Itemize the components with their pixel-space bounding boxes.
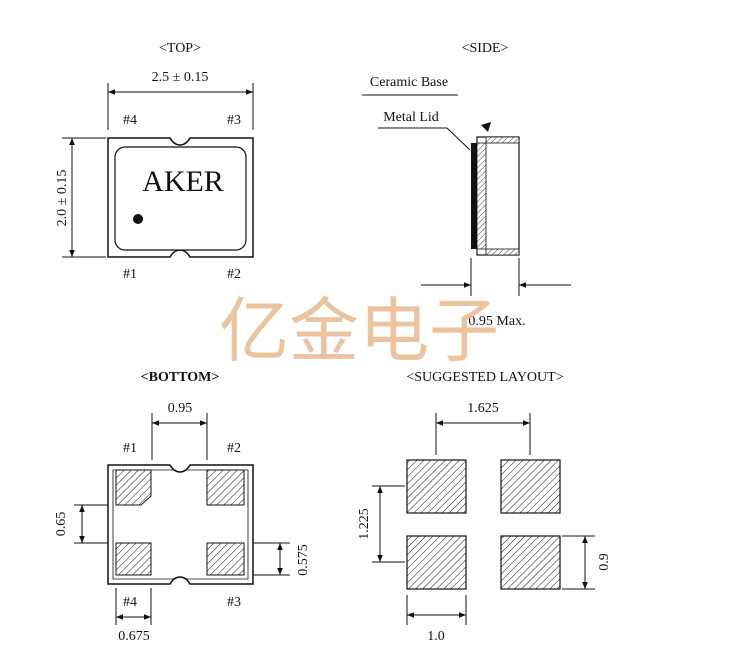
layout-pad-bottom-left [406,535,467,590]
top-width-dimension: 2.5 ± 0.15 [152,70,209,85]
bottom-pin1-label: #1 [123,441,137,456]
layout-pad-top-right [500,459,561,514]
top-lid [114,146,247,251]
top-pin1-label: #1 [123,267,137,282]
ceramic-base-label: Ceramic Base [370,75,448,90]
bottom-pad-2 [206,469,245,506]
pin1-indicator-dot [133,214,143,224]
top-package-outline [107,137,254,258]
top-height-dimension: 2.0 ± 0.15 [55,170,70,227]
layout-pad-bottom-right [500,535,561,590]
bottom-pin2-label: #2 [227,441,241,456]
layout-pad-height-dimension: 0.9 [597,553,612,571]
bottom-pad-1 [115,469,152,506]
suggested-layout-view: <SUGGESTED LAYOUT> 1.625 1.225 0.9 1.0 [357,370,612,644]
top-pin3-label: #3 [227,113,241,128]
metal-lid-shape [471,143,477,249]
side-view-title: <SIDE> [462,41,509,56]
bottom-pin3-label: #3 [227,595,241,610]
metal-lid-label: Metal Lid [383,110,439,125]
brand-marking: AKER [142,165,224,198]
side-height-dimension: 0.95 Max. [468,314,525,329]
bottom-pad-3 [206,542,245,576]
layout-pad-top-left [406,459,467,514]
top-view-title: <TOP> [159,41,201,56]
metal-lid-leader [446,127,471,151]
bottom-pin4-label: #4 [123,595,137,610]
side-view: <SIDE> Ceramic Base Metal Lid 0.95 Max. [362,41,571,329]
layout-v-pitch-dimension: 1.225 [357,508,372,540]
bottom-pad-width-dimension: 0.675 [118,629,150,644]
bottom-pad-height-dimension: 0.65 [54,512,69,537]
top-pin4-label: #4 [123,113,137,128]
layout-h-pitch-dimension: 1.625 [467,401,499,416]
layout-view-title: <SUGGESTED LAYOUT> [406,370,563,385]
bottom-pad-pitch-dimension: 0.575 [296,544,311,576]
top-pin2-label: #2 [227,267,241,282]
watermark-text: 亿金电子 [219,290,499,372]
side-pointer-arrow [481,122,491,132]
top-view: <TOP> 2.5 ± 0.15 2.0 ± 0.15 AKER #4 #3 #… [55,41,254,282]
layout-pad-width-dimension: 1.0 [427,629,445,644]
bottom-view: <BOTTOM> 0.95 #1 #2 0.65 0.575 #4 #3 0.6 [54,370,311,644]
bottom-view-title: <BOTTOM> [141,370,220,385]
bottom-pad-4 [115,542,152,576]
bottom-pad-gap-dimension: 0.95 [168,401,193,416]
